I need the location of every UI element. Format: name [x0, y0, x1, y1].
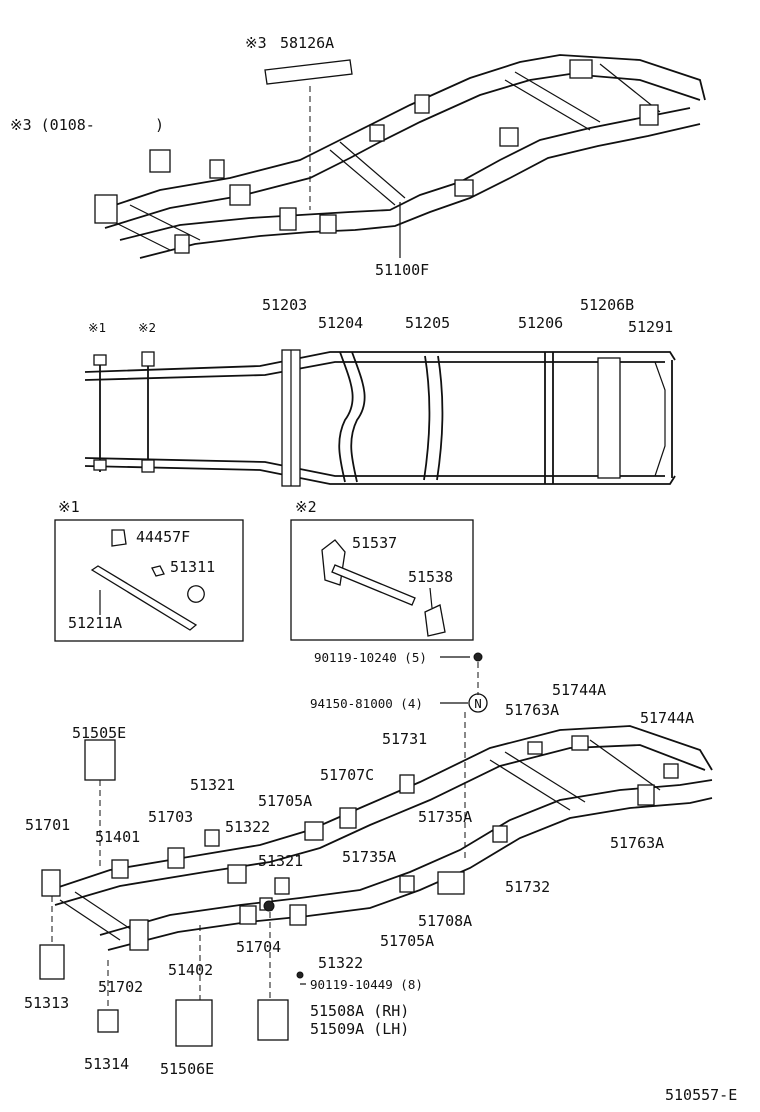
- label-51322-a: 51322: [225, 818, 270, 836]
- label-51537: 51537: [352, 534, 397, 552]
- label-51314: 51314: [84, 1055, 129, 1073]
- inset-box-2: [290, 519, 474, 641]
- frame-plan-view: [84, 349, 676, 487]
- label-51322-b: 51322: [318, 954, 363, 972]
- frame-assembly-top: [94, 54, 706, 259]
- label-51732: 51732: [505, 878, 550, 896]
- note-range: ※3 (0108-: [10, 116, 95, 134]
- label-51704: 51704: [236, 938, 281, 956]
- label-51206B: 51206B: [580, 296, 634, 314]
- label-51705A-b: 51705A: [380, 932, 434, 950]
- inset1-mark: ※1: [58, 498, 80, 516]
- label-51763A-a: 51763A: [505, 701, 559, 719]
- note-top: ※3: [245, 34, 267, 52]
- inset2-mark: ※2: [295, 498, 317, 516]
- label-51211A: 51211A: [68, 614, 122, 632]
- label-51508A: 51508A (RH): [310, 1002, 409, 1020]
- label-51206: 51206: [518, 314, 563, 332]
- label-51735A-b: 51735A: [342, 848, 396, 866]
- label-51311: 51311: [170, 558, 215, 576]
- label-58126A: 58126A: [280, 34, 334, 52]
- label-nut1: 94150-81000 (4): [310, 696, 423, 711]
- label-51203: 51203: [262, 296, 307, 314]
- labels: ※3 58126A ※3 (0108- ) 51100F 51203 51204…: [10, 34, 737, 1104]
- label-51313: 51313: [24, 994, 69, 1012]
- label-51744A-b: 51744A: [640, 709, 694, 727]
- label-51204: 51204: [318, 314, 363, 332]
- label-51703: 51703: [148, 808, 193, 826]
- label-51701: 51701: [25, 816, 70, 834]
- label-51100F: 51100F: [375, 261, 429, 279]
- diagram-code: 510557-E: [665, 1086, 737, 1104]
- label-51705A-a: 51705A: [258, 792, 312, 810]
- label-51735A-a: 51735A: [418, 808, 472, 826]
- label-51744A-a: 51744A: [552, 681, 606, 699]
- mark-1: ※1: [88, 320, 106, 335]
- label-51702: 51702: [98, 978, 143, 996]
- svg-text:N: N: [474, 696, 482, 711]
- label-51402: 51402: [168, 961, 213, 979]
- mark-2: ※2: [138, 320, 156, 335]
- label-51763A-b: 51763A: [610, 834, 664, 852]
- frame-assembly-bottom: N: [39, 652, 713, 1047]
- label-51401: 51401: [95, 828, 140, 846]
- label-51707C: 51707C: [320, 766, 374, 784]
- label-51291: 51291: [628, 318, 673, 336]
- label-51731: 51731: [382, 730, 427, 748]
- label-51505E: 51505E: [72, 724, 126, 742]
- label-bolt2: 90119-10449 (8): [310, 977, 423, 992]
- label-51205: 51205: [405, 314, 450, 332]
- label-51708A: 51708A: [418, 912, 472, 930]
- label-51509A: 51509A (LH): [310, 1020, 409, 1038]
- label-51538: 51538: [408, 568, 453, 586]
- label-51321-a: 51321: [190, 776, 235, 794]
- note-range-close: ): [155, 116, 164, 134]
- label-bolt1: 90119-10240 (5): [314, 650, 427, 665]
- inset-box-1: [54, 519, 244, 642]
- label-51506E: 51506E: [160, 1060, 214, 1078]
- label-44457F: 44457F: [136, 528, 190, 546]
- label-51321-b: 51321: [258, 852, 303, 870]
